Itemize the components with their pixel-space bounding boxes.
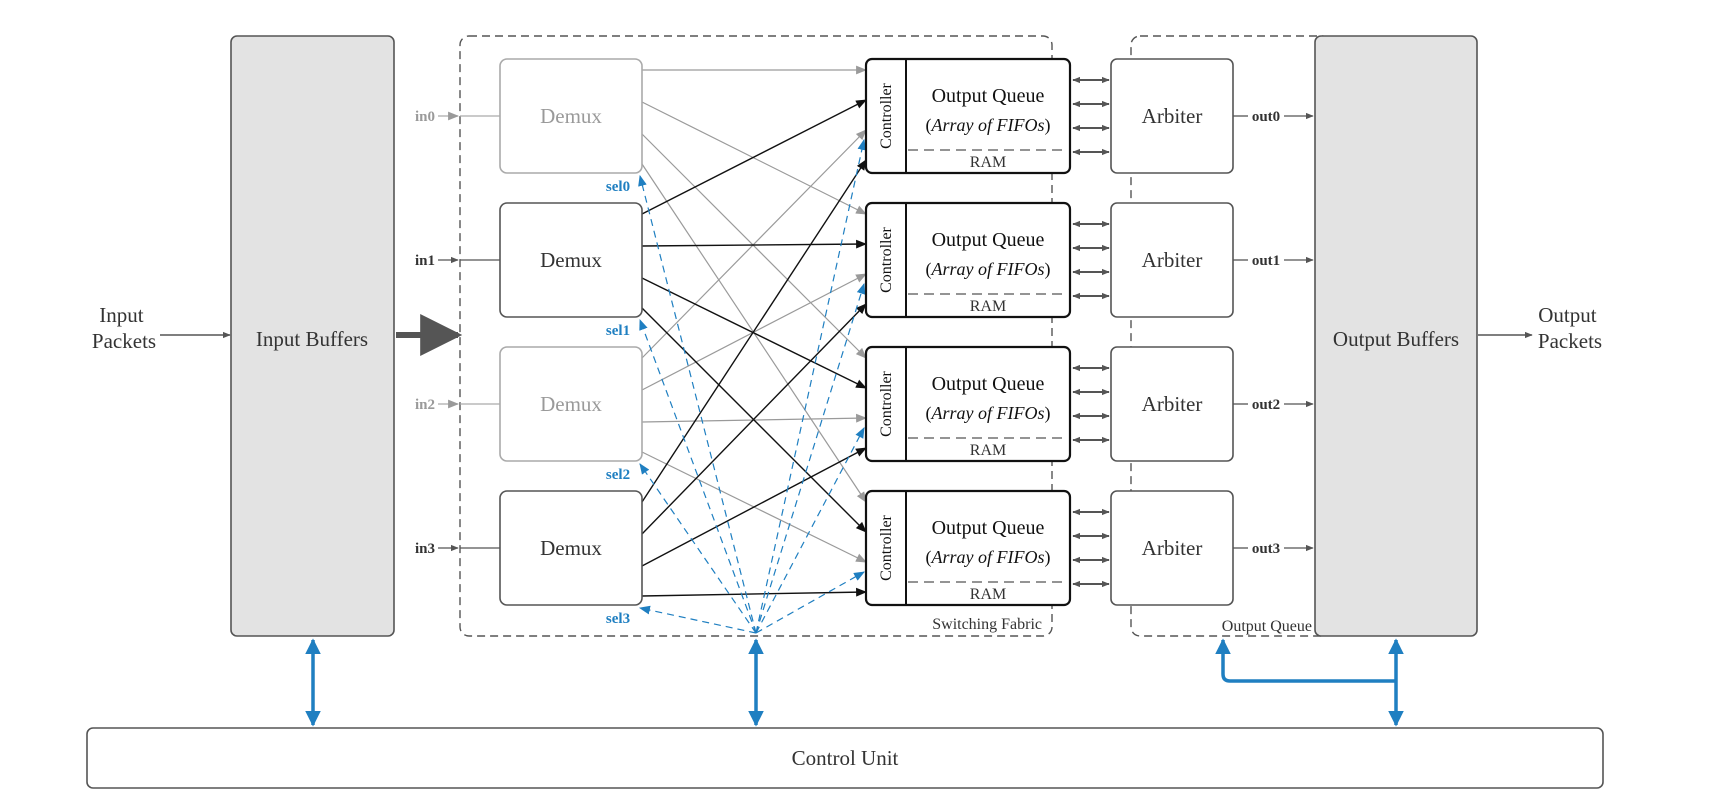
output-port-label-1: out1 — [1252, 253, 1280, 269]
controller-label-1: Controller — [878, 226, 895, 292]
ram-label-3: RAM — [970, 586, 1006, 603]
crossbar-line-0-1 — [641, 101, 867, 215]
crossbar-line-1-1 — [641, 239, 868, 249]
input-port-label-3: in3 — [415, 541, 435, 557]
select-line-controller-2 — [755, 427, 865, 634]
crossbar-line-3-0 — [641, 159, 867, 503]
crossbar-line-1-0 — [641, 99, 867, 215]
fabric-content: Demuxin0sel0Demuxin1sel1Demuxin2sel2Demu… — [415, 57, 1314, 634]
input-port-label-2: in2 — [415, 397, 435, 413]
select-line-demux-2 — [639, 463, 757, 634]
input-buffers-label: Input Buffers — [256, 327, 368, 351]
input-buffers-box — [230, 35, 395, 637]
crossbar-line-0-2 — [641, 133, 867, 359]
ram-label-0: RAM — [970, 154, 1006, 171]
arbiter-label-3: Arbiter — [1142, 536, 1203, 560]
output-packets-label: Output Packets — [1538, 303, 1602, 353]
input-port-label-0: in0 — [415, 109, 435, 125]
crossbar-line-3-1 — [641, 303, 867, 535]
input-port-label-1: in1 — [415, 253, 435, 269]
demux-label-2: Demux — [540, 392, 602, 416]
controller-label-3: Controller — [878, 514, 895, 580]
crossbar-line-3-3 — [641, 587, 868, 597]
output-port-label-3: out3 — [1252, 541, 1280, 557]
output-queue-subtitle-3: (Array of FIFOs) — [926, 547, 1051, 568]
output-queue-subtitle-2: (Array of FIFOs) — [926, 403, 1051, 424]
select-label-3: sel3 — [606, 611, 630, 627]
output-buffers-box — [1314, 35, 1478, 637]
switching-fabric-label: Switching Fabric — [932, 616, 1042, 633]
output-queue-subtitle-0: (Array of FIFOs) — [926, 115, 1051, 136]
ram-label-1: RAM — [970, 298, 1006, 315]
select-label-2: sel2 — [606, 467, 630, 483]
output-port-label-0: out0 — [1252, 109, 1280, 125]
select-line-controller-3 — [755, 571, 865, 634]
controller-label-0: Controller — [878, 82, 895, 148]
select-label-0: sel0 — [606, 179, 630, 195]
output-buffers-label: Output Buffers — [1333, 327, 1459, 351]
output-queue-title-3: Output Queue — [932, 517, 1045, 539]
demux-label-0: Demux — [540, 104, 602, 128]
crossbar-line-1-2 — [641, 277, 867, 389]
switching-fabric-region — [459, 35, 1053, 637]
output-queue-box-3 — [864, 489, 1072, 607]
select-line-demux-3 — [638, 605, 757, 634]
output-queue-box-1 — [864, 201, 1072, 319]
output-queue-region-label: Output Queue — [1222, 618, 1312, 635]
select-line-controller-0 — [755, 138, 867, 634]
output-queue-box-0 — [864, 57, 1072, 175]
output-port-label-2: out2 — [1252, 397, 1280, 413]
select-label-1: sel1 — [606, 323, 630, 339]
control-link-output-queue — [1215, 638, 1396, 683]
crossbar-line-2-0 — [641, 129, 867, 359]
output-queue-box-2 — [864, 345, 1072, 463]
select-line-demux-0 — [638, 174, 757, 634]
arbiter-label-0: Arbiter — [1142, 104, 1203, 128]
output-queue-title-2: Output Queue — [932, 373, 1045, 395]
output-queue-title-1: Output Queue — [932, 229, 1045, 251]
control-unit-label: Control Unit — [792, 746, 899, 770]
demux-label-1: Demux — [540, 248, 602, 272]
output-queue-subtitle-1: (Array of FIFOs) — [926, 259, 1051, 280]
ram-label-2: RAM — [970, 442, 1006, 459]
demux-label-3: Demux — [540, 536, 602, 560]
input-packets-label: Input Packets — [92, 303, 156, 353]
select-line-controller-1 — [755, 282, 866, 634]
output-queue-title-0: Output Queue — [932, 85, 1045, 107]
arbiter-label-1: Arbiter — [1142, 248, 1203, 272]
control-unit-box — [86, 727, 1604, 789]
crossbar-line-3-2 — [641, 447, 867, 567]
select-line-demux-1 — [639, 318, 757, 634]
arbiter-label-2: Arbiter — [1142, 392, 1203, 416]
controller-label-2: Controller — [878, 370, 895, 436]
